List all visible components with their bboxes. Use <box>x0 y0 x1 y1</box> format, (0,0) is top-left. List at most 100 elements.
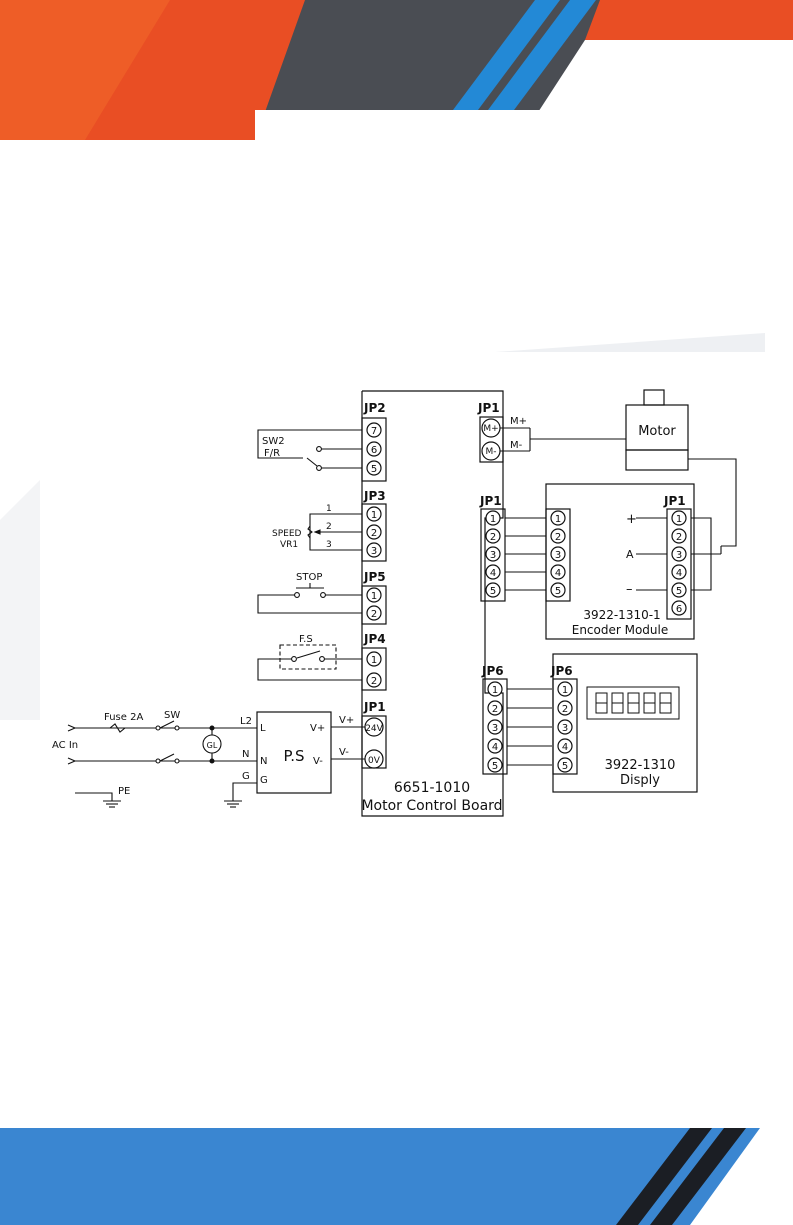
disp-pin-2 <box>557 700 573 716</box>
jp1-enc-pin-3-label: 3 <box>490 550 496 561</box>
fuse-label: Fuse 2A <box>104 712 143 723</box>
enc-left-pin-4 <box>550 564 566 580</box>
watermark-light-band <box>495 333 765 352</box>
display-name: Disply <box>620 773 660 788</box>
disp-pin-5 <box>557 757 573 773</box>
jp4-label: JP4 <box>363 632 386 646</box>
g-label: G <box>242 771 250 782</box>
footer-banner <box>0 1128 793 1225</box>
display-jp6-label: JP6 <box>550 664 573 678</box>
jp3-pin-3 <box>366 542 382 558</box>
jp2-connector: 7 6 5 <box>361 417 387 482</box>
jp2-pin-5-label: 5 <box>371 464 377 475</box>
header-orange-shade <box>0 0 170 140</box>
jp2-pin-6-label: 6 <box>371 445 377 456</box>
disp-pin-3 <box>557 719 573 735</box>
enc-right-pin-4 <box>671 564 687 580</box>
wire-mplus-label: M+ <box>510 416 527 427</box>
ps-term-l: L <box>260 723 266 734</box>
motor-block <box>625 389 689 471</box>
disp-pin-5-label: 5 <box>562 761 568 772</box>
jp3-connector: 1 2 3 <box>361 503 387 562</box>
jp2-pin-5 <box>366 460 382 476</box>
sw2-wiring <box>257 429 362 471</box>
jp1-power-pin-24v-label: 24V <box>365 724 383 734</box>
power-supply-label: P.S <box>284 747 305 765</box>
ps-term-vminus: V- <box>313 756 323 767</box>
jp6-pin-2 <box>487 700 503 716</box>
enc-left-pin-3-label: 3 <box>555 550 561 561</box>
fs-label: F.S <box>299 634 313 645</box>
jp3-pin-1 <box>366 506 382 522</box>
footer-white-corner <box>690 1128 793 1225</box>
fs-switch-wiring <box>257 644 362 681</box>
encoder-bus-wires <box>505 517 546 591</box>
enc-right-pin-3 <box>671 546 687 562</box>
jp1-enc-pin-5-label: 5 <box>490 586 496 597</box>
encoder-a-label: A <box>626 548 634 561</box>
jp6-pin-4 <box>487 738 503 754</box>
wiring-diagram: JP2 7 6 5 SW2 F/R JP3 1 2 3 1 2 3 SPEED <box>52 389 737 817</box>
encoder-module: 1 2 3 4 5 1 2 3 4 5 6 <box>545 483 695 640</box>
disp-pin-1 <box>557 681 573 697</box>
enc-left-pin-5 <box>550 582 566 598</box>
disp-pin-3-label: 3 <box>562 723 568 734</box>
ps-term-g: G <box>260 775 268 786</box>
mains-sw-label: SW <box>164 710 180 721</box>
jp4-pin-1 <box>366 651 382 667</box>
jp1-encoder-connector: 1 2 3 4 5 <box>480 508 506 602</box>
jp4-connector: 1 2 <box>361 647 387 691</box>
jp3-pin-3-label: 3 <box>371 546 377 557</box>
disp-pin-1-label: 1 <box>562 685 568 696</box>
jp2-pin-7 <box>366 422 382 438</box>
motor-control-board-outline <box>361 390 504 817</box>
jp1-enc-pin-1-label: 1 <box>490 514 496 525</box>
encoder-minus-label: – <box>626 582 633 597</box>
jp1-motor-pin-mplus-label: M+ <box>483 424 498 434</box>
jp6-label: JP6 <box>481 664 504 678</box>
encoder-jp1-label: JP1 <box>663 494 686 508</box>
jp2-pin-6 <box>366 441 382 457</box>
jp1-encoder-label: JP1 <box>479 494 502 508</box>
enc-left-pin-3 <box>550 546 566 562</box>
jp4-pin-1-label: 1 <box>371 655 377 666</box>
enc-right-pin-3-label: 3 <box>676 550 682 561</box>
jp1-motor-connector: M+ M- <box>479 416 504 463</box>
speed-wire-3: 3 <box>326 540 332 550</box>
jp6-pin-3 <box>487 719 503 735</box>
jp1-power-label: JP1 <box>363 700 386 714</box>
enc-left-pin-2 <box>550 528 566 544</box>
header-blue-stripe-2 <box>488 0 596 110</box>
jp5-pin-1-label: 1 <box>371 591 377 602</box>
speed-label: SPEED <box>272 529 302 539</box>
jp6-pin-5-label: 5 <box>492 761 498 772</box>
enc-right-pin-1-label: 1 <box>676 514 682 525</box>
jp6-connector: 1 2 3 4 5 <box>482 678 508 775</box>
jp1-power-pin-0v-label: 0V <box>368 756 381 766</box>
watermark-grey-left <box>0 480 40 720</box>
header-banner <box>0 0 793 140</box>
jp4-pin-2-label: 2 <box>371 676 377 687</box>
jp1-motor-label: JP1 <box>477 401 500 415</box>
encoder-plus-label: + <box>626 512 637 527</box>
motor-label: Motor <box>638 424 676 439</box>
jp3-pin-2-label: 2 <box>371 528 377 539</box>
board-name: Motor Control Board <box>361 798 502 814</box>
jp5-pin-2 <box>366 605 382 621</box>
stop-label: STOP <box>296 572 322 583</box>
jp6-pin-5 <box>487 757 503 773</box>
jp6-pin-4-label: 4 <box>492 742 498 753</box>
jp6-pin-3-label: 3 <box>492 723 498 734</box>
stop-switch-wiring <box>257 583 362 614</box>
disp-pin-4-label: 4 <box>562 742 568 753</box>
jp5-connector: 1 2 <box>361 585 387 625</box>
encoder-signal-wiring <box>636 517 722 591</box>
speed-vr1-label: VR1 <box>280 540 298 550</box>
jp5-pin-1 <box>366 587 382 603</box>
encoder-model: 3922-1310-1 <box>583 608 660 622</box>
ps-term-vplus: V+ <box>310 723 325 734</box>
sw2-label: SW2 <box>262 436 285 447</box>
jp5-label: JP5 <box>363 570 386 584</box>
footer-stripe-1 <box>616 1128 712 1225</box>
